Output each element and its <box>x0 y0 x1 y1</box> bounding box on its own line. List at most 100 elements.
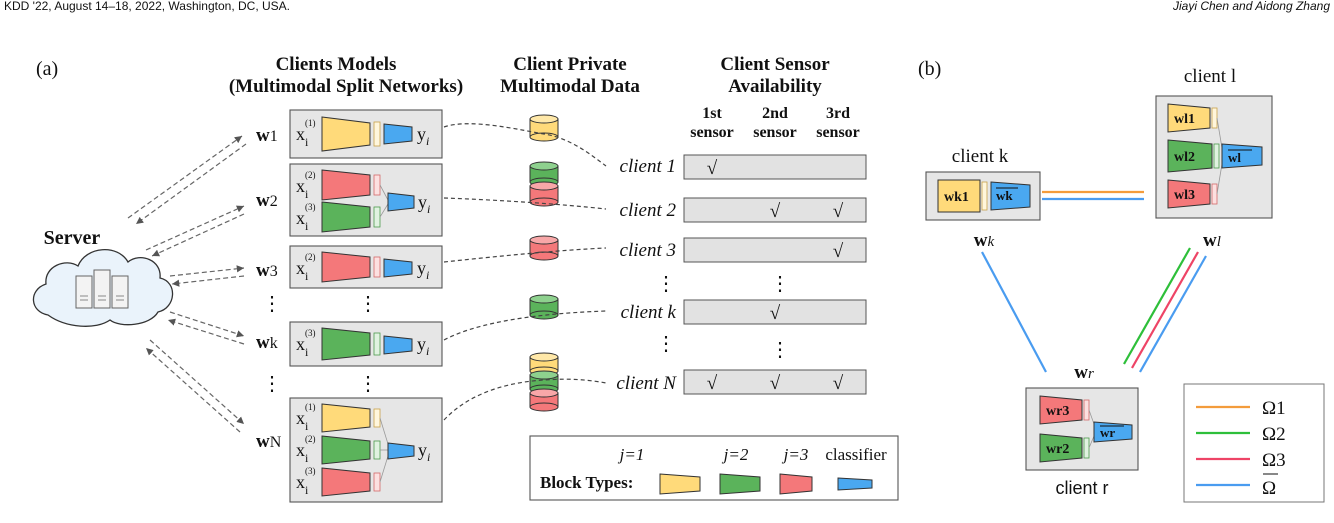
client-N-label: client N <box>616 373 677 394</box>
client-model-N: xi (1) xi (2) xi (3) yi <box>289 397 443 503</box>
sensor-header-line2: Availability <box>728 76 822 97</box>
svg-text:Ω2: Ω2 <box>1262 424 1286 445</box>
sensor1-label-a: 1st <box>702 105 722 122</box>
svg-text:(3): (3) <box>305 328 316 338</box>
svg-text:(2): (2) <box>305 170 316 180</box>
svg-text:xi: xi <box>296 208 309 233</box>
svg-text:wr2: wr2 <box>1046 442 1069 457</box>
svg-text:classifier: classifier <box>825 445 887 464</box>
sensor2-label-b: sensor <box>753 124 797 141</box>
panel-b-label: (b) <box>918 58 941 80</box>
svg-text:Ω: Ω <box>1262 478 1276 499</box>
client-k-availability-row <box>683 299 867 325</box>
wr-label: wr <box>1074 362 1094 383</box>
client-1-availability-row <box>683 154 867 180</box>
client-2-label: client 2 <box>620 200 677 221</box>
client-k-node: client k wk1 wk wk <box>925 146 1041 251</box>
svg-text:wr3: wr3 <box>1046 404 1069 419</box>
svg-text:√: √ <box>833 373 844 394</box>
server-label: Server <box>44 227 101 249</box>
block-types-legend: j=1 j=2 j=3 classifier Block Types: <box>529 435 899 501</box>
graph-edges <box>981 190 1207 373</box>
page-header-right: Jiayi Chen and Aidong Zhang <box>1172 0 1330 13</box>
wl-label: wl <box>1203 230 1221 251</box>
data-cylinders <box>529 114 559 412</box>
client-r-caption: client r <box>1055 478 1108 498</box>
svg-text:wl3: wl3 <box>1174 188 1195 203</box>
svg-text:⋮: ⋮ <box>656 333 676 355</box>
data-header-line1: Client Private <box>513 54 626 75</box>
svg-text:(3): (3) <box>305 202 316 212</box>
svg-text:j=3: j=3 <box>782 445 809 464</box>
client-model-2: xi (2) xi (3) yi <box>289 163 443 237</box>
client-k-caption: client k <box>952 146 1009 167</box>
server-weight-arrows <box>127 135 247 433</box>
weights-vdots-1: ⋮ <box>262 293 282 315</box>
svg-text:xi: xi <box>296 258 309 283</box>
weight-w3: w3 <box>256 260 278 281</box>
client-model-1: xi (1) yi <box>289 109 443 159</box>
weight-w1: w1 <box>256 125 278 146</box>
client-k-label: client k <box>621 302 677 323</box>
client-r-node: wr wr3 wr2 wr client r <box>1025 362 1139 498</box>
data-header-line2: Multimodal Data <box>500 76 640 97</box>
svg-text:(1): (1) <box>305 118 316 128</box>
svg-text:√: √ <box>770 303 781 324</box>
svg-text:xi: xi <box>296 472 309 497</box>
svg-text:wl2: wl2 <box>1174 150 1195 165</box>
svg-text:√: √ <box>770 373 781 394</box>
svg-text:yi: yi <box>418 440 430 464</box>
svg-text:wk: wk <box>996 188 1013 203</box>
models-header-line2: (Multimodal Split Networks) <box>229 76 463 97</box>
svg-text:wl: wl <box>1228 150 1241 165</box>
svg-text:√: √ <box>707 373 718 394</box>
weight-wk: wk <box>256 332 278 353</box>
client-3-availability-row <box>683 237 867 263</box>
svg-text:⋮: ⋮ <box>770 273 790 295</box>
svg-text:√: √ <box>707 158 718 179</box>
svg-text:√: √ <box>833 201 844 222</box>
sensor2-label-a: 2nd <box>762 105 788 122</box>
models-vdots-2: ⋮ <box>358 373 378 395</box>
svg-text:yi: yi <box>418 192 430 216</box>
client-N-availability-row <box>683 369 867 395</box>
weight-w2: w2 <box>256 190 278 211</box>
models-header-line1: Clients Models <box>276 54 397 75</box>
svg-text:wk1: wk1 <box>944 190 969 205</box>
client-1-label: client 1 <box>620 156 676 177</box>
client-l-caption: client l <box>1184 66 1236 87</box>
client-rows: client 1 √ client 2 √ √ client 3 √ ⋮ ⋮ c… <box>616 154 867 395</box>
weights-vdots-2: ⋮ <box>262 373 282 395</box>
svg-text:(2): (2) <box>305 252 316 262</box>
client-3-label: client 3 <box>620 240 676 261</box>
server-cloud <box>32 249 174 327</box>
svg-text:√: √ <box>833 241 844 262</box>
svg-text:j=2: j=2 <box>722 445 749 464</box>
svg-text:wl1: wl1 <box>1174 112 1195 127</box>
svg-text:yi: yi <box>417 258 429 282</box>
weight-wN: wN <box>256 431 282 452</box>
output-y: yi <box>417 124 429 148</box>
svg-text:(3): (3) <box>305 466 316 476</box>
wk-label: wk <box>974 230 995 251</box>
client-2-availability-row <box>683 197 867 223</box>
svg-text:xi: xi <box>296 408 309 433</box>
svg-text:Ω1: Ω1 <box>1262 398 1286 419</box>
svg-text:wr: wr <box>1100 425 1115 440</box>
svg-text:Ω3: Ω3 <box>1262 450 1286 471</box>
svg-text:yi: yi <box>417 334 429 358</box>
svg-text:xi: xi <box>296 334 309 359</box>
svg-text:j=1: j=1 <box>618 445 645 464</box>
sensor3-label-a: 3rd <box>826 105 850 122</box>
sensor1-label-b: sensor <box>690 124 734 141</box>
svg-text:Block Types:: Block Types: <box>540 473 633 492</box>
model-client-connectors <box>443 123 607 421</box>
omega-legend: Ω1 Ω2 Ω3 Ω <box>1183 383 1325 503</box>
svg-text:xi: xi <box>296 440 309 465</box>
models-vdots-1: ⋮ <box>358 293 378 315</box>
page-header-left: KDD '22, August 14–18, 2022, Washington,… <box>4 0 290 13</box>
svg-text:xi: xi <box>296 176 309 201</box>
client-model-3: xi (2) yi <box>289 245 443 289</box>
svg-text:(2): (2) <box>305 434 316 444</box>
